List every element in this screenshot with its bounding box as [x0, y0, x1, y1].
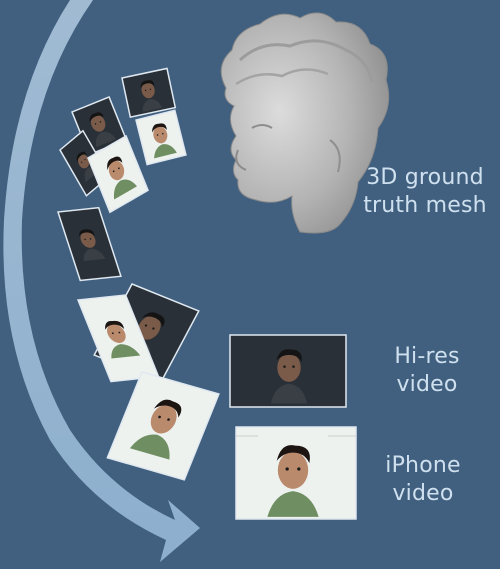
frame-bright-3	[76, 294, 160, 383]
frame-dark-1	[121, 67, 177, 119]
frame-bright-1	[135, 109, 187, 166]
label-mesh-line2: truth mesh	[363, 193, 487, 218]
label-mesh-line1: 3D ground	[366, 165, 484, 190]
label-mesh: 3D ground truth mesh	[350, 164, 500, 220]
label-iphone-line2: video	[392, 481, 454, 506]
frame-bright-4	[106, 371, 220, 481]
label-hires-line1: Hi-res	[394, 344, 460, 369]
frame-bright-5	[235, 426, 357, 520]
frame-dark-6	[229, 334, 347, 408]
mesh-head	[220, 12, 390, 234]
label-iphone-line1: iPhone	[385, 453, 461, 478]
capture-path-arrow	[3, 0, 201, 562]
label-iphone-video: iPhone video	[368, 452, 478, 508]
label-hires-video: Hi-res video	[372, 343, 482, 399]
frame-bright-2	[87, 134, 149, 214]
frame-dark-4	[57, 206, 122, 282]
label-hires-line2: video	[396, 372, 458, 397]
